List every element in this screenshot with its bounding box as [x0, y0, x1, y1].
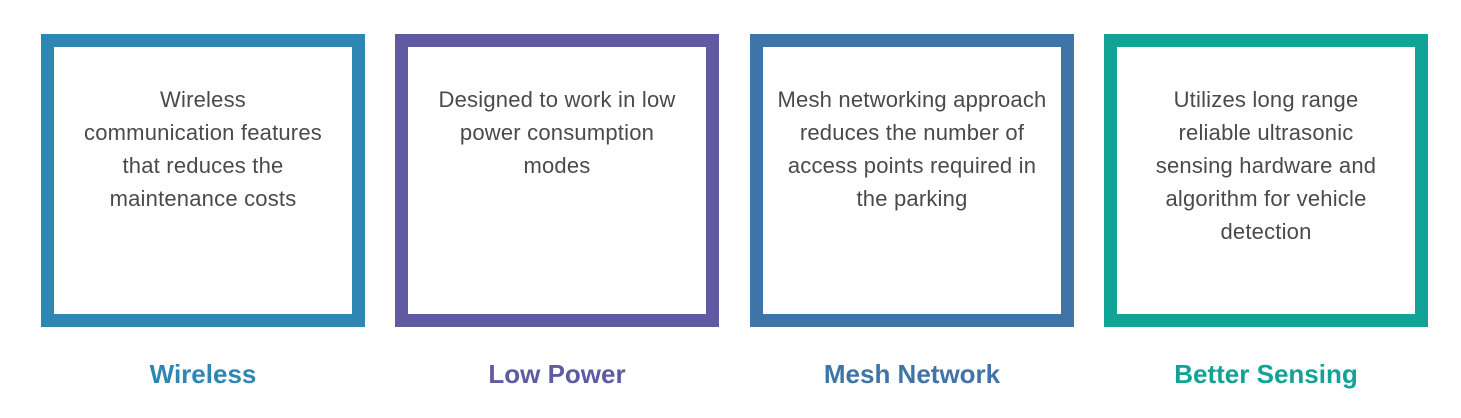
feature-title: Low Power: [488, 359, 626, 389]
feature-box: Wireless communication features that red…: [41, 34, 365, 327]
feature-description: Mesh networking approach reduces the num…: [777, 87, 1047, 211]
feature-better-sensing: Utilizes long range reliable ultrasonic …: [1104, 34, 1428, 404]
feature-title: Wireless: [149, 359, 257, 389]
feature-wireless: Wireless communication features that red…: [41, 34, 365, 404]
feature-title: Better Sensing: [1174, 359, 1358, 389]
feature-box: Mesh networking approach reduces the num…: [750, 34, 1074, 327]
feature-box: Utilizes long range reliable ultrasonic …: [1104, 34, 1428, 327]
feature-description: Wireless communication features that red…: [84, 87, 322, 211]
features-row: Wireless communication features that red…: [41, 34, 1428, 404]
feature-title: Mesh Network: [823, 359, 1001, 389]
feature-low-power: Designed to work in low power consumptio…: [395, 34, 719, 404]
feature-box: Designed to work in low power consumptio…: [395, 34, 719, 327]
feature-description: Designed to work in low power consumptio…: [438, 87, 676, 178]
feature-description: Utilizes long range reliable ultrasonic …: [1155, 87, 1377, 244]
feature-mesh-network: Mesh networking approach reduces the num…: [750, 34, 1074, 404]
